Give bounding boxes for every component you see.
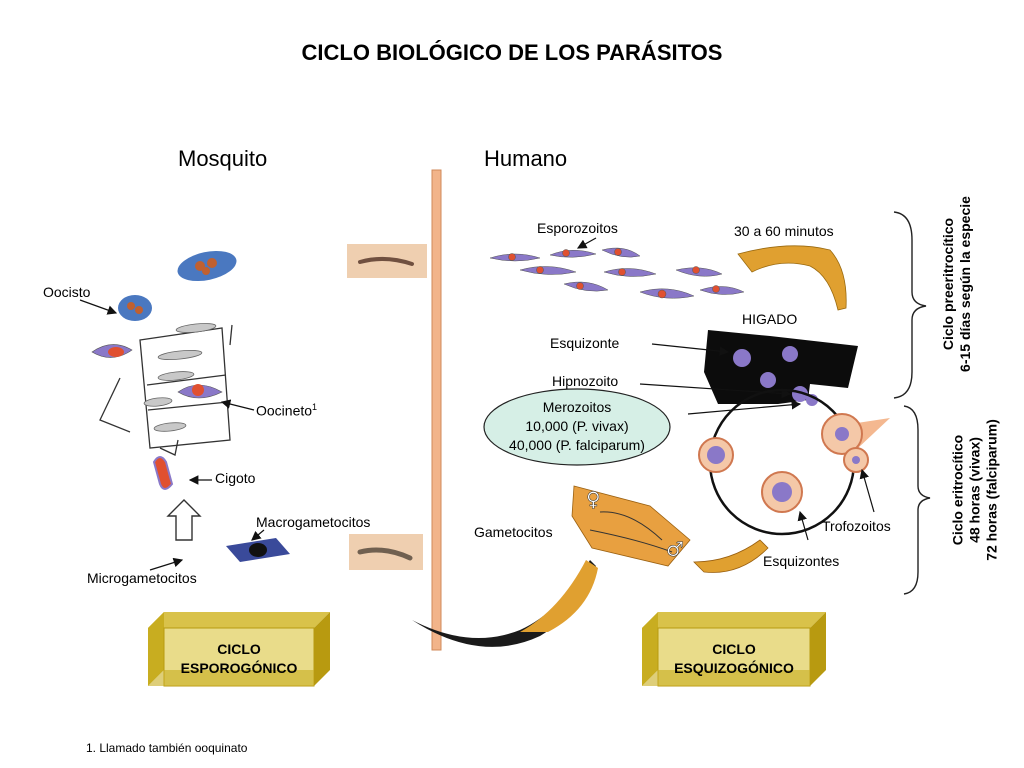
blood-smear-photo-top (347, 244, 427, 278)
esporogonico-line-1: CICLO (217, 641, 261, 657)
eritrocitico-line-2: 48 horas (vivax) (966, 437, 983, 543)
ribbon-to-mosquito-right (693, 539, 769, 573)
ookinete-in-wall-figure (91, 344, 133, 358)
bracket-eritrocitico (903, 405, 931, 595)
ciclo-esquizogonico-label: CICLO ESQUIZOGÓNICO (646, 640, 822, 678)
label-oocineto: Oocineto1 (256, 402, 317, 419)
blood-smear-photo-bottom (349, 534, 423, 570)
human-heading: Humano (484, 146, 568, 171)
gametocytes-figure: ♀ ♂ (571, 485, 691, 567)
label-ciclo-preeritrocitico: Ciclo preeritrocítico 6-15 días según la… (940, 196, 974, 372)
preeritrocitico-line-1: Ciclo preeritrocítico (940, 217, 956, 351)
label-cigoto: Cigoto (215, 470, 256, 486)
label-oocineto-footnote-mark: 1 (312, 402, 318, 412)
svg-text:♀: ♀ (586, 487, 601, 511)
midgut-cells-figure (143, 323, 217, 432)
preeritrocitico-line-2: 6-15 días según la especie (957, 196, 973, 372)
footnote: 1. Llamado también ooquinato (86, 741, 248, 755)
label-esporozoitos: Esporozoitos (537, 220, 618, 236)
label-oocisto: Oocisto (43, 284, 91, 300)
ribbon-to-liver (737, 245, 847, 311)
ciclo-esporogonico-label: CICLO ESPOROGÓNICO (152, 640, 326, 678)
label-esquizontes: Esquizontes (763, 553, 840, 569)
mosquito-heading: Mosquito (178, 146, 268, 171)
label-macrogametocitos: Macrogametocitos (256, 514, 371, 530)
label-ciclo-eritrocitico: Ciclo eritrocítico 48 horas (vivax) 72 h… (950, 419, 1001, 561)
diagram-title: CICLO BIOLÓGICO DE LOS PARÁSITOS (301, 40, 723, 65)
merozoitos-ellipse (483, 388, 671, 466)
oocineto-figure (177, 384, 223, 399)
liver-figure (704, 330, 858, 406)
oocyst-mature-figure (177, 250, 237, 282)
merozoitos-vivax-count: 10,000 (P. vivax) (525, 418, 629, 434)
label-time-to-liver: 30 a 60 minutos (734, 223, 834, 239)
esporogonico-box-shape (148, 612, 330, 687)
ribbon-to-mosquito-gold (520, 560, 598, 632)
label-microgametocitos: Microgametocitos (87, 570, 197, 586)
eritrocitico-line-3: 72 horas (falciparum) (983, 419, 1000, 561)
bracket-preeritrocitico (893, 211, 927, 399)
merozoitos-text: Merozoitos 10,000 (P. vivax) 40,000 (P. … (484, 398, 670, 455)
center-divider (431, 169, 442, 651)
sporozoites-figure (489, 247, 745, 299)
label-esquizonte: Esquizonte (550, 335, 620, 351)
eritrocitico-line-1: Ciclo eritrocítico (949, 434, 966, 546)
merozoitos-falciparum-count: 40,000 (P. falciparum) (509, 437, 645, 453)
esquizogonico-box-shape (642, 612, 826, 687)
fertilization-arrow (166, 499, 202, 541)
esquizogonico-line-1: CICLO (712, 641, 756, 657)
esporogonico-line-2: ESPOROGÓNICO (180, 660, 298, 676)
esquizogonico-line-2: ESQUIZOGÓNICO (674, 660, 794, 676)
macrogametocito-figure (226, 538, 290, 562)
label-hipnozoito: Hipnozoito (552, 373, 619, 389)
oocisto-figure (118, 295, 152, 321)
label-higado: HIGADO (742, 311, 798, 327)
svg-text:♂: ♂ (666, 537, 684, 561)
label-gametocitos: Gametocitos (474, 524, 553, 540)
label-oocineto-text: Oocineto (256, 402, 313, 419)
erythrocytic-cycle-figure (698, 388, 890, 536)
merozoitos-title: Merozoitos (542, 399, 612, 415)
label-trofozoitos: Trofozoitos (822, 518, 891, 534)
cigoto-figure (152, 456, 174, 490)
